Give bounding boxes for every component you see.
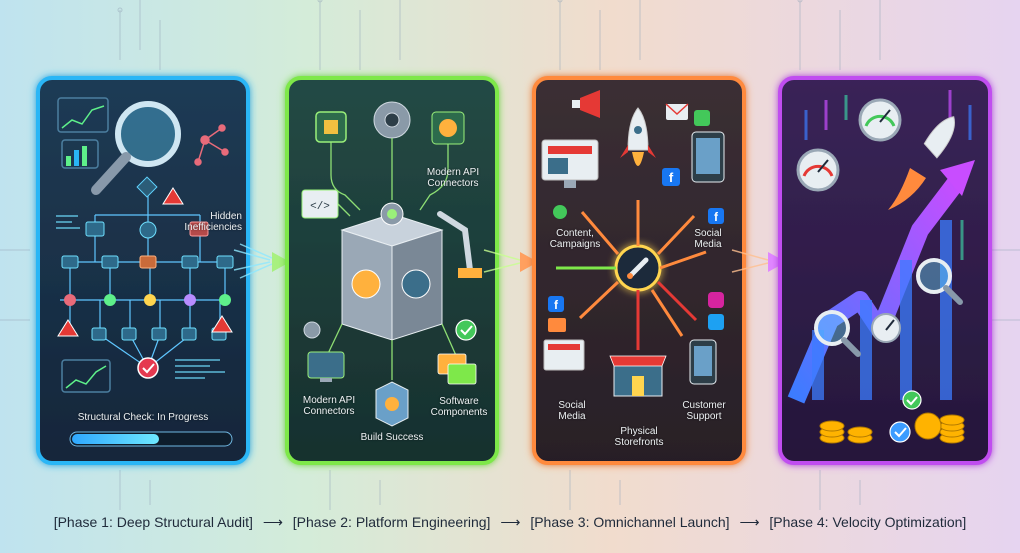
connector-arrow-2 xyxy=(483,249,538,273)
flow-lines xyxy=(324,138,459,380)
rocket-icon xyxy=(620,107,656,166)
bar-graph xyxy=(812,220,952,400)
caption-arrow-icon: ⟶ xyxy=(262,514,283,530)
radiating-arrows xyxy=(556,200,707,350)
speedometer-icon xyxy=(858,98,902,142)
gear-icon xyxy=(373,101,411,139)
robot-arm-icon xyxy=(437,211,482,278)
svg-text:</>: </> xyxy=(310,201,330,213)
build-machine-icon xyxy=(340,202,444,341)
flowchart xyxy=(60,190,230,369)
mini-dashboard-icon xyxy=(57,97,109,169)
monitor-icon xyxy=(543,339,585,371)
storefront-icon xyxy=(609,355,667,397)
speedometer-icon xyxy=(871,313,901,343)
hub-rocket-icon xyxy=(614,244,662,292)
network-icon xyxy=(194,124,229,166)
magnifier-icon xyxy=(916,258,963,305)
panel-phase-2-engineering: </> xyxy=(285,76,499,465)
up-arrows-background xyxy=(804,90,972,260)
panel-phase-1-audit xyxy=(36,76,250,465)
warning-icon xyxy=(57,187,233,337)
progress-bar-fill xyxy=(72,434,159,444)
trend-chart-icon xyxy=(61,359,111,393)
rocket-icon xyxy=(888,116,955,210)
chip-icon xyxy=(315,111,347,143)
mail-icon xyxy=(665,103,689,120)
gear-icon xyxy=(303,321,321,339)
caption-phase-2: [Phase 2: Platform Engineering] xyxy=(292,514,491,530)
gear-icon xyxy=(431,111,465,145)
tablet-icon xyxy=(691,131,725,183)
checkmark-icon xyxy=(455,319,477,341)
label-content-campaigns: Content,Campaigns xyxy=(549,228,601,250)
progress-bar xyxy=(69,431,233,447)
magnifier-icon xyxy=(91,101,181,195)
build-box-icon xyxy=(375,381,409,427)
label-structural-check: Structural Check: In Progress xyxy=(77,412,209,423)
flowchart-nodes xyxy=(61,221,234,341)
twitter-icon xyxy=(708,314,724,330)
coin-icon xyxy=(819,412,965,444)
panel-phase-3-launch: f f f xyxy=(532,76,746,465)
monitor-icon xyxy=(541,139,599,188)
panel-phase-4-velocity xyxy=(778,76,992,465)
checkmark-icon xyxy=(137,357,159,379)
facebook-icon: f xyxy=(662,168,680,186)
software-components-icon xyxy=(437,353,477,385)
phase-caption: [Phase 1: Deep Structural Audit] ⟶ [Phas… xyxy=(0,514,1020,531)
caption-arrow-icon: ⟶ xyxy=(739,514,760,530)
checkmark-icon xyxy=(889,390,922,443)
background-circuit-traces xyxy=(0,0,1020,510)
code-snippet-icon xyxy=(56,215,225,379)
phone-icon xyxy=(694,110,710,126)
svg-text:f: f xyxy=(669,170,674,185)
instagram-icon xyxy=(708,292,724,308)
svg-text:f: f xyxy=(714,210,719,224)
megaphone-icon xyxy=(572,90,600,118)
connector-arrow-3 xyxy=(731,249,786,273)
caption-phase-1: [Phase 1: Deep Structural Audit] xyxy=(53,514,253,530)
facebook-icon: f xyxy=(548,296,564,312)
connector-arrow-1 xyxy=(233,243,290,279)
caption-arrow-icon: ⟶ xyxy=(500,514,521,530)
mail-icon xyxy=(548,318,566,332)
code-icon: </> xyxy=(301,189,339,219)
speedometer-icon xyxy=(796,148,840,192)
monitor-icon xyxy=(307,351,345,382)
magnifier-icon xyxy=(814,310,861,357)
label-build-success: Build Success xyxy=(360,432,424,443)
svg-text:f: f xyxy=(554,298,559,312)
phone-icon xyxy=(689,339,717,385)
facebook-icon: f xyxy=(708,208,724,224)
caption-phase-4: [Phase 4: Velocity Optimization] xyxy=(769,514,967,530)
checkmark-icon xyxy=(553,205,567,219)
caption-phase-3: [Phase 3: Omnichannel Launch] xyxy=(530,514,730,530)
